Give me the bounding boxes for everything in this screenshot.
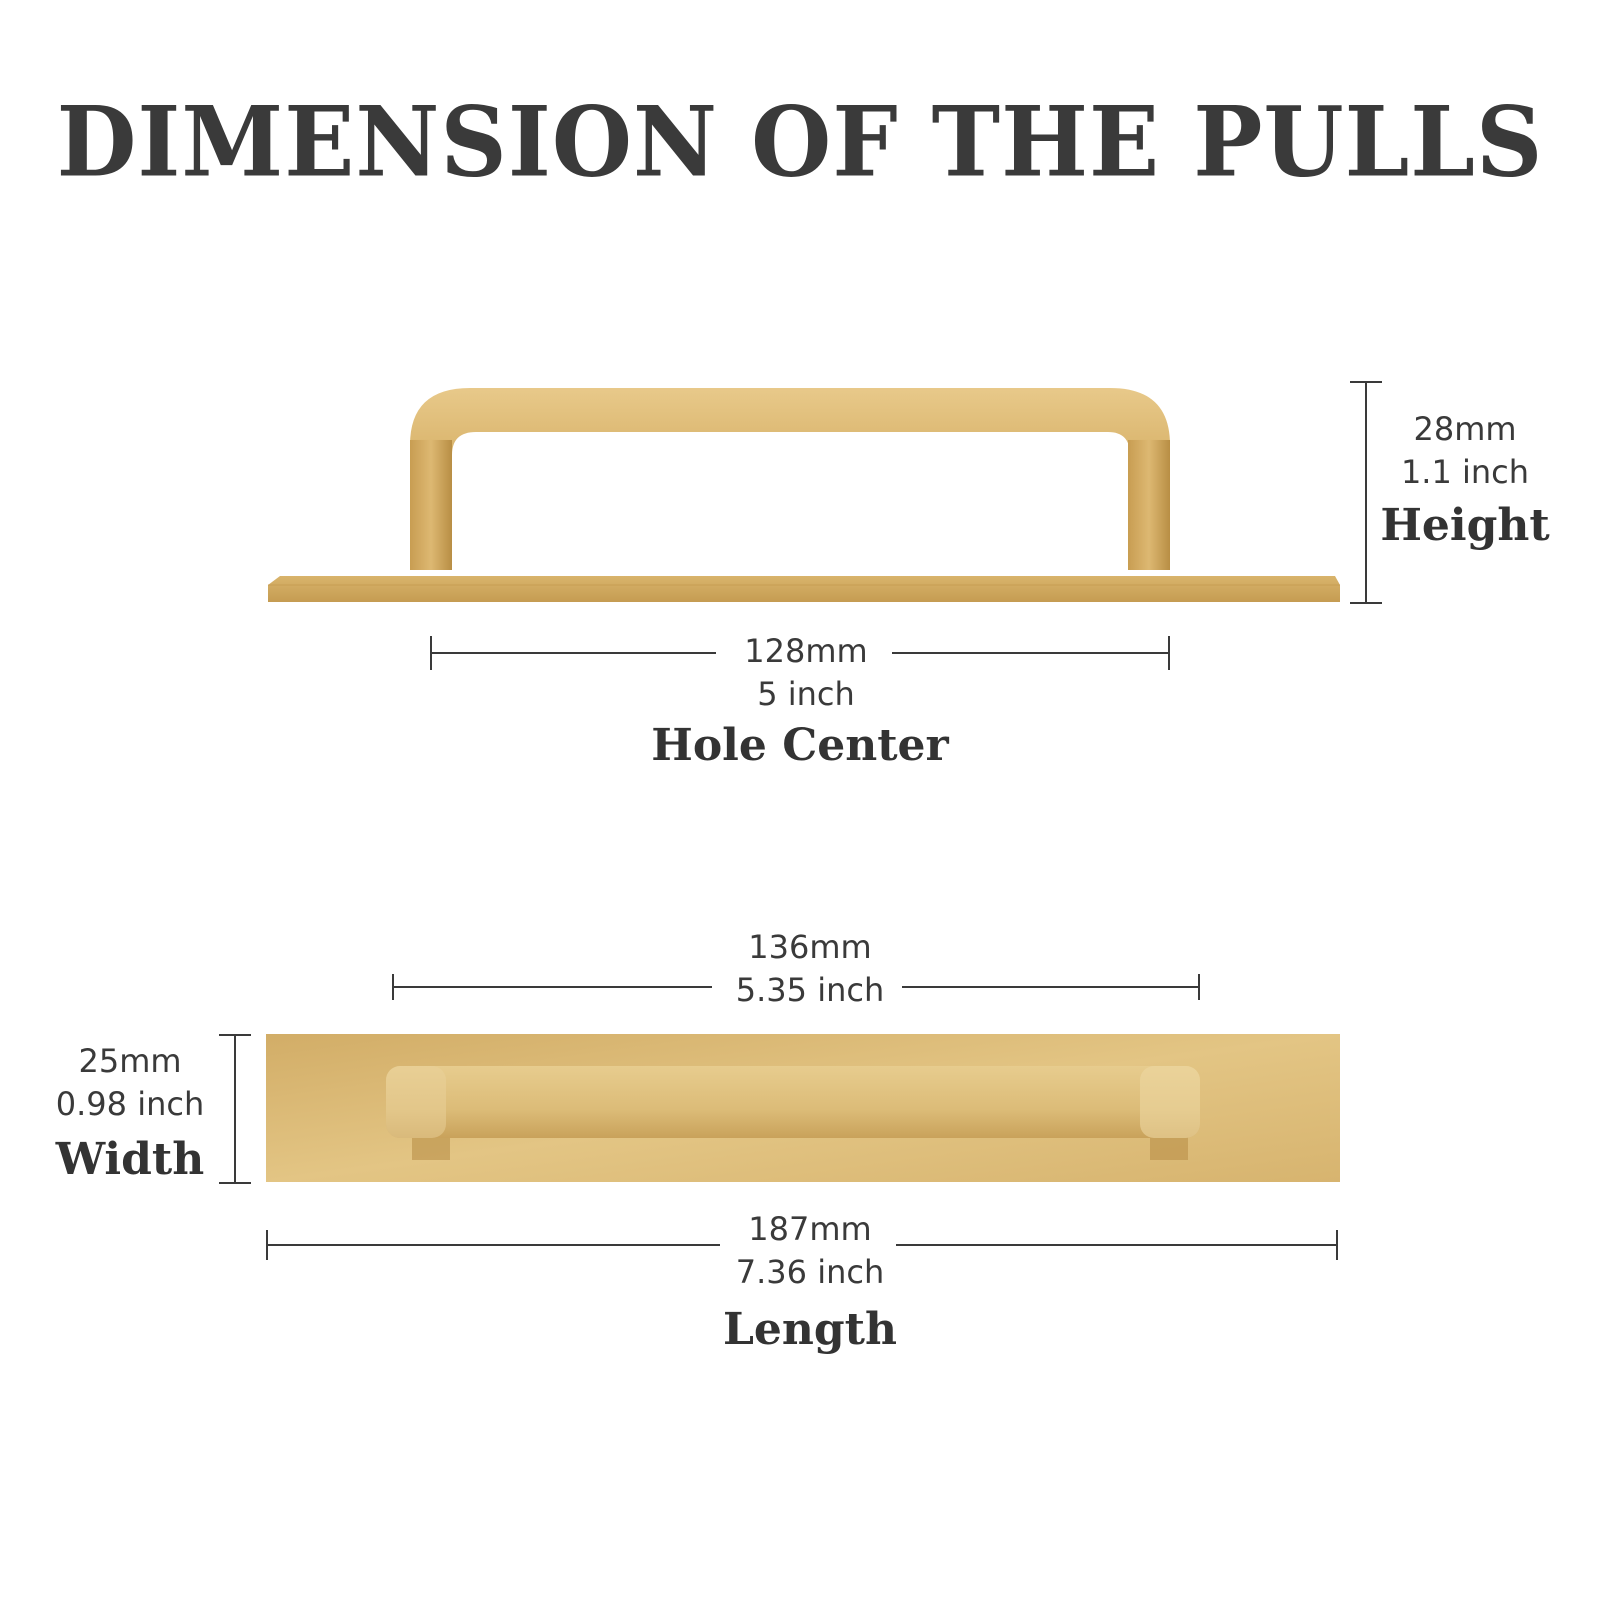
length-value: 187mm 7.36 inch [700, 1208, 920, 1294]
width-value: 25mm 0.98 inch [40, 1040, 220, 1126]
grip-length-tick-right [1198, 974, 1200, 1000]
height-label: Height [1380, 500, 1550, 551]
length-mm: 187mm [748, 1210, 872, 1248]
height-mm: 28mm [1413, 410, 1517, 448]
hole-center-line-right [892, 652, 1170, 654]
length-line-right [896, 1244, 1338, 1246]
width-label: Width [55, 1134, 205, 1185]
grip-length-line-left [392, 986, 712, 988]
length-tick-right [1336, 1230, 1338, 1260]
length-tick-left [266, 1230, 268, 1260]
grip-length-inch: 5.35 inch [735, 971, 885, 1009]
hole-center-line-left [430, 652, 716, 654]
hole-center-tick-right [1168, 636, 1170, 670]
grip-length-mm: 136mm [748, 928, 872, 966]
hole-center-label: Hole Center [651, 720, 949, 771]
height-dimension-line [1365, 381, 1367, 603]
width-mm: 25mm [78, 1042, 182, 1080]
length-inch: 7.36 inch [735, 1253, 885, 1291]
page-title: DIMENSION OF THE PULLS [56, 85, 1544, 199]
hole-center-tick-left [430, 636, 432, 670]
width-dimension-line [234, 1034, 236, 1184]
side-view-pull [268, 388, 1340, 602]
width-tick-top [219, 1034, 251, 1036]
height-value: 28mm 1.1 inch [1380, 408, 1550, 494]
hole-center-value: 128mm 5 inch [706, 630, 906, 716]
grip-length-tick-left [392, 974, 394, 1000]
top-view-pull [266, 1034, 1340, 1182]
hole-center-inch: 5 inch [757, 675, 855, 713]
width-tick-bottom [219, 1182, 251, 1184]
height-tick-top [1350, 381, 1382, 383]
height-tick-bottom [1350, 602, 1382, 604]
grip-length-value: 136mm 5.35 inch [700, 926, 920, 1012]
length-line-left [266, 1244, 720, 1246]
length-label: Length [722, 1304, 897, 1355]
height-inch: 1.1 inch [1400, 453, 1530, 491]
hole-center-mm: 128mm [744, 632, 868, 670]
grip-length-line-right [902, 986, 1200, 988]
width-inch: 0.98 inch [55, 1085, 205, 1123]
